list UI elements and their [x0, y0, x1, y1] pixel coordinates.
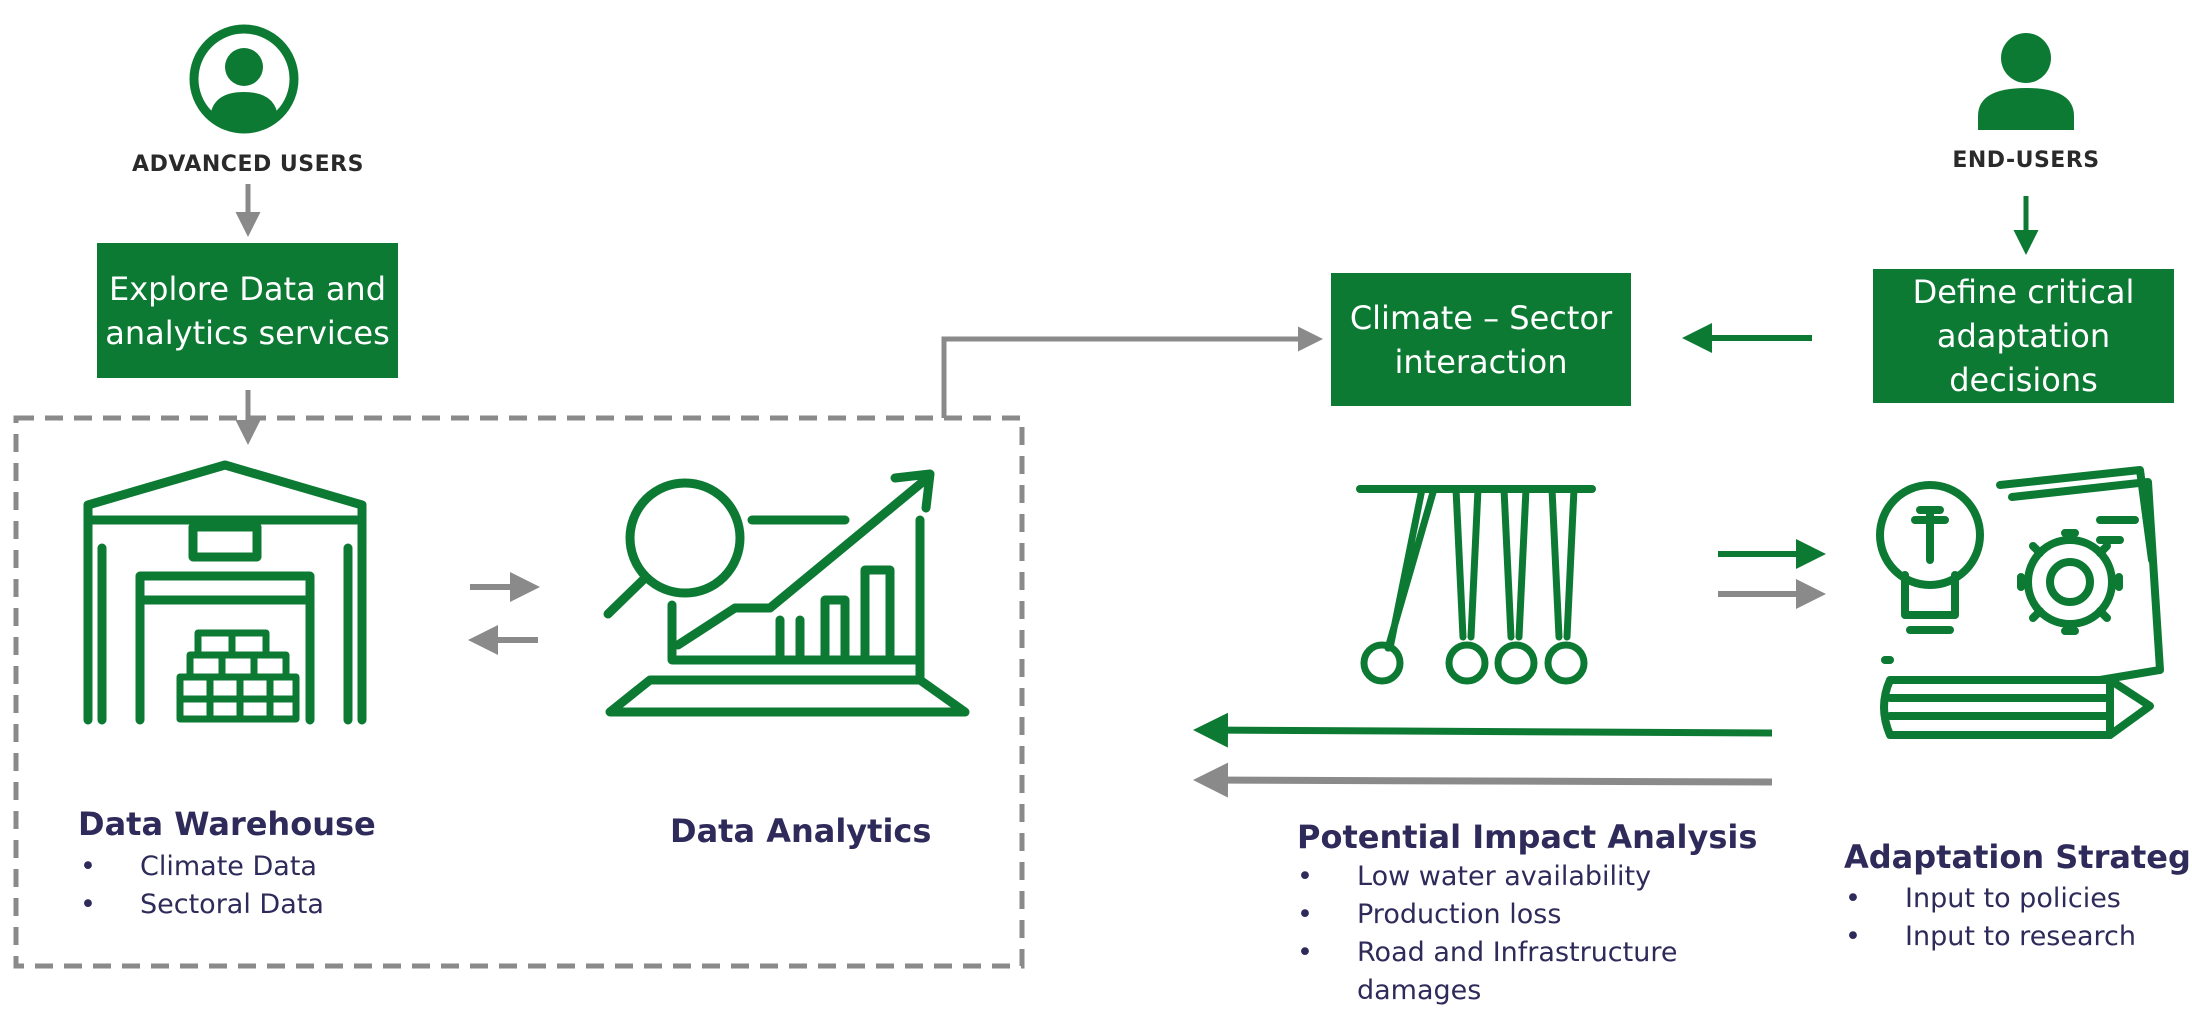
strategy-icon [1876, 466, 2164, 739]
define-decisions-box[interactable]: Define critical adaptation decisions [1873, 269, 2174, 403]
arrow-strategy-to-platform-green [1193, 712, 1773, 748]
end-users-label: END-USERS [1952, 148, 2100, 173]
list-item: Sectoral Data [80, 886, 324, 924]
arrow-container-to-climate [941, 326, 1323, 418]
data-analytics-title: Data Analytics [670, 812, 932, 850]
warehouse-icon [83, 460, 367, 725]
impact-analysis-title: Potential Impact Analysis [1297, 818, 1758, 856]
data-platform-container [13, 415, 1025, 969]
list-item: Road and Infrastructure damages [1297, 934, 1717, 1010]
end-user-icon [1978, 33, 2074, 130]
advanced-users-label: ADVANCED USERS [132, 152, 364, 177]
adaptation-strategies-list: Input to policies Input to research [1845, 880, 2136, 956]
list-item: Climate Data [80, 848, 324, 886]
list-item: Production loss [1297, 896, 1717, 934]
data-warehouse-list: Climate Data Sectoral Data [80, 848, 324, 924]
advanced-user-icon [189, 24, 299, 134]
list-item: Input to policies [1845, 880, 2136, 918]
list-item: Input to research [1845, 918, 2136, 956]
impact-analysis-list: Low water availability Production loss R… [1297, 858, 1717, 1010]
explore-data-box[interactable]: Explore Data and analytics services [97, 243, 398, 378]
adaptation-strategies-title: Adaptation Strategies [1844, 838, 2192, 876]
newtons-cradle-icon [1356, 485, 1596, 685]
list-item: Low water availability [1297, 858, 1717, 896]
analytics-icon [603, 469, 970, 717]
climate-sector-box[interactable]: Climate – Sector interaction [1331, 273, 1631, 406]
data-warehouse-title: Data Warehouse [78, 805, 376, 843]
arrow-strategy-to-platform-gray [1193, 762, 1773, 798]
